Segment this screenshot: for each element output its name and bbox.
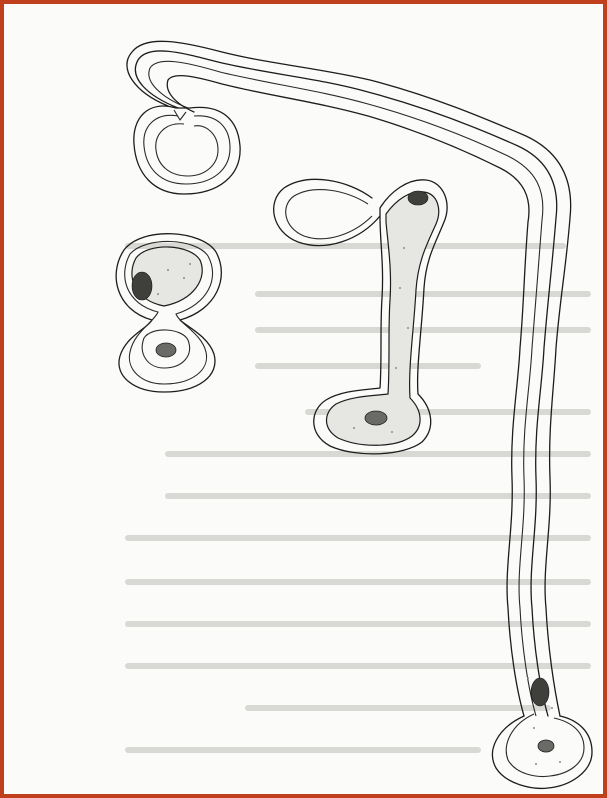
pollen-grain-germinating xyxy=(116,234,221,392)
generative-nucleus xyxy=(531,678,549,706)
generative-nucleus xyxy=(132,272,152,300)
tube-nucleus xyxy=(365,411,387,425)
tube-nucleus xyxy=(156,343,176,357)
tube-nucleus xyxy=(538,740,554,752)
germinating-pollen-drawing xyxy=(8,8,607,798)
generative-nucleus xyxy=(408,191,428,205)
bleed-through-text xyxy=(128,246,588,750)
